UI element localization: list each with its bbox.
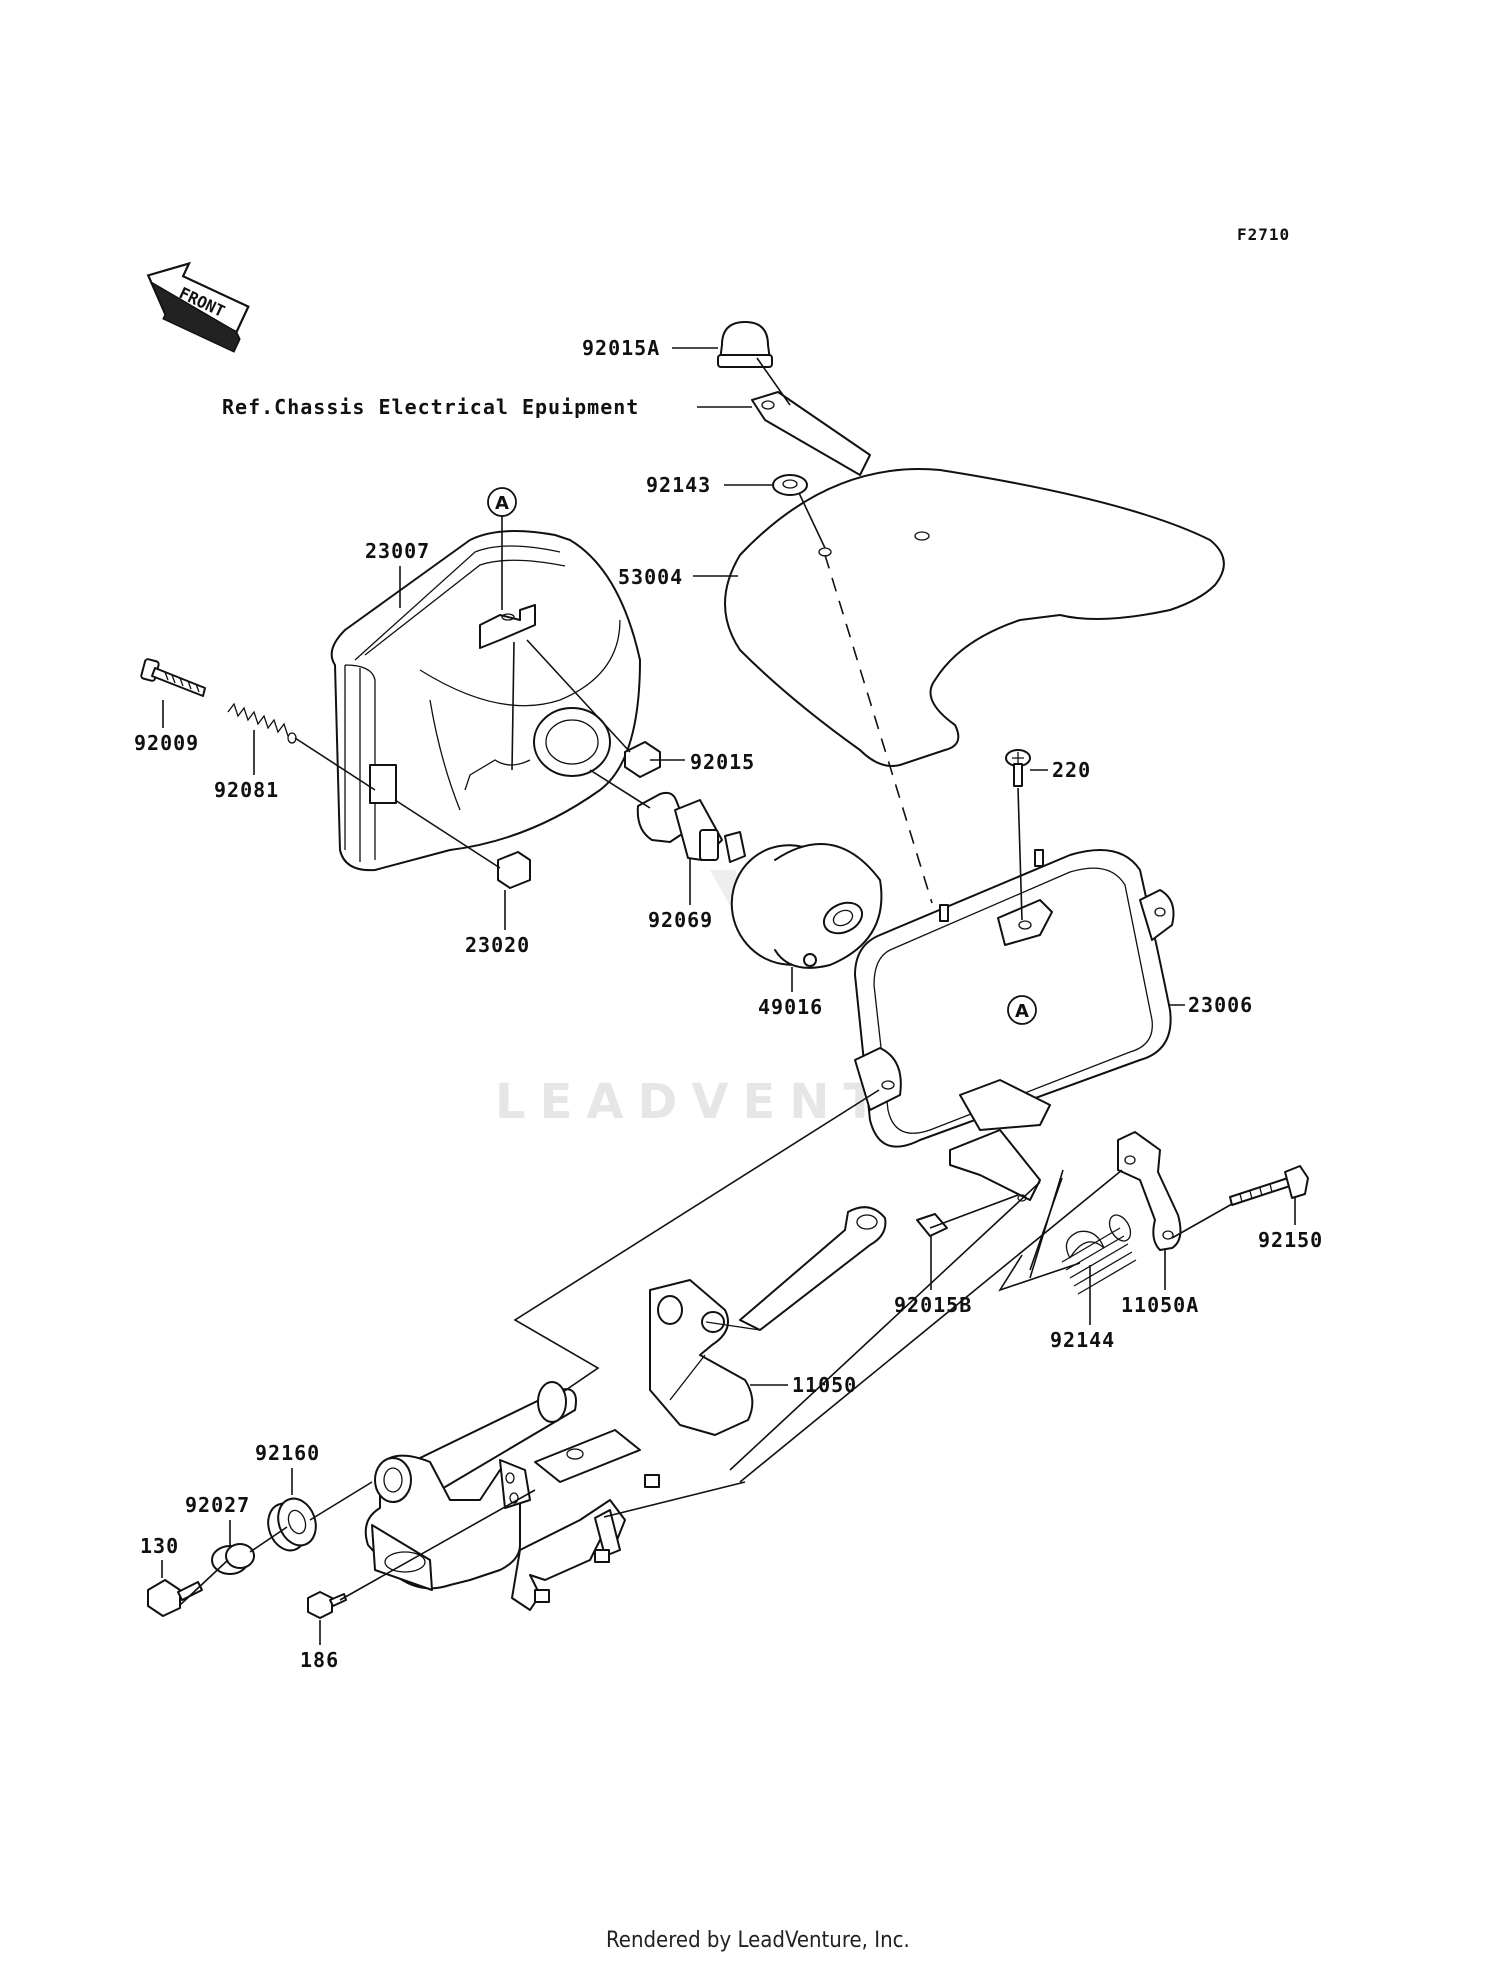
callout-92027: 92027	[185, 1493, 250, 1517]
callout-11050A: 11050A	[1121, 1293, 1199, 1317]
ref-marker-bottom: A	[1007, 995, 1037, 1025]
diagram-code: F2710	[1237, 225, 1290, 244]
bolt-186	[307, 1591, 347, 1619]
boot-49016	[730, 843, 883, 969]
callout-ref-chassis: Ref.Chassis Electrical Epuipment	[222, 395, 639, 419]
footer-credit: Rendered by LeadVenture, Inc.	[606, 1928, 910, 1953]
svg-text:A: A	[1015, 1001, 1029, 1022]
nut-23020	[497, 851, 531, 889]
nut-92015	[624, 741, 661, 778]
svg-text:A: A	[495, 493, 509, 514]
bracket-11050A	[1117, 1131, 1182, 1251]
callout-leaders	[161, 347, 1296, 1645]
callout-92015B: 92015B	[894, 1293, 972, 1317]
assembly-lines	[179, 357, 1233, 1606]
callout-23007: 23007	[365, 539, 430, 563]
bolt-130	[147, 1579, 203, 1617]
cap-nut-92015A	[717, 321, 773, 368]
callout-130: 130	[140, 1534, 179, 1558]
terminal-strip	[751, 391, 871, 476]
headlight-23007	[330, 530, 641, 872]
arm-11050	[649, 1206, 887, 1436]
callout-92009: 92009	[134, 731, 199, 755]
ref-marker-top: A	[487, 487, 517, 517]
callout-53004: 53004	[618, 565, 683, 589]
callout-49016: 49016	[758, 995, 823, 1019]
bolt-92150	[1229, 1165, 1309, 1206]
front-arrow-icon: FRONT	[146, 261, 250, 353]
grommet-92160	[267, 1497, 317, 1552]
callout-23020: 23020	[465, 933, 530, 957]
callout-92015: 92015	[690, 750, 755, 774]
callout-92144: 92144	[1050, 1328, 1115, 1352]
callout-92069: 92069	[648, 908, 713, 932]
bulb-92069	[636, 791, 746, 863]
callout-92015A: 92015A	[582, 336, 660, 360]
callout-220: 220	[1052, 758, 1091, 782]
callout-23006: 23006	[1188, 993, 1253, 1017]
mounting-base	[364, 1381, 660, 1611]
callout-92081: 92081	[214, 778, 279, 802]
callout-11050: 11050	[792, 1373, 857, 1397]
callout-186: 186	[300, 1648, 339, 1672]
screw-220	[1005, 749, 1031, 787]
nut-92015B	[916, 1213, 948, 1237]
callout-92160: 92160	[255, 1441, 320, 1465]
callout-92143: 92143	[646, 473, 711, 497]
callout-92150: 92150	[1258, 1228, 1323, 1252]
spring-92081	[227, 702, 297, 744]
washer-92143	[772, 474, 808, 496]
cover-53004	[724, 468, 1225, 767]
bolt-92009	[140, 658, 206, 697]
spring-92144	[1061, 1214, 1137, 1295]
